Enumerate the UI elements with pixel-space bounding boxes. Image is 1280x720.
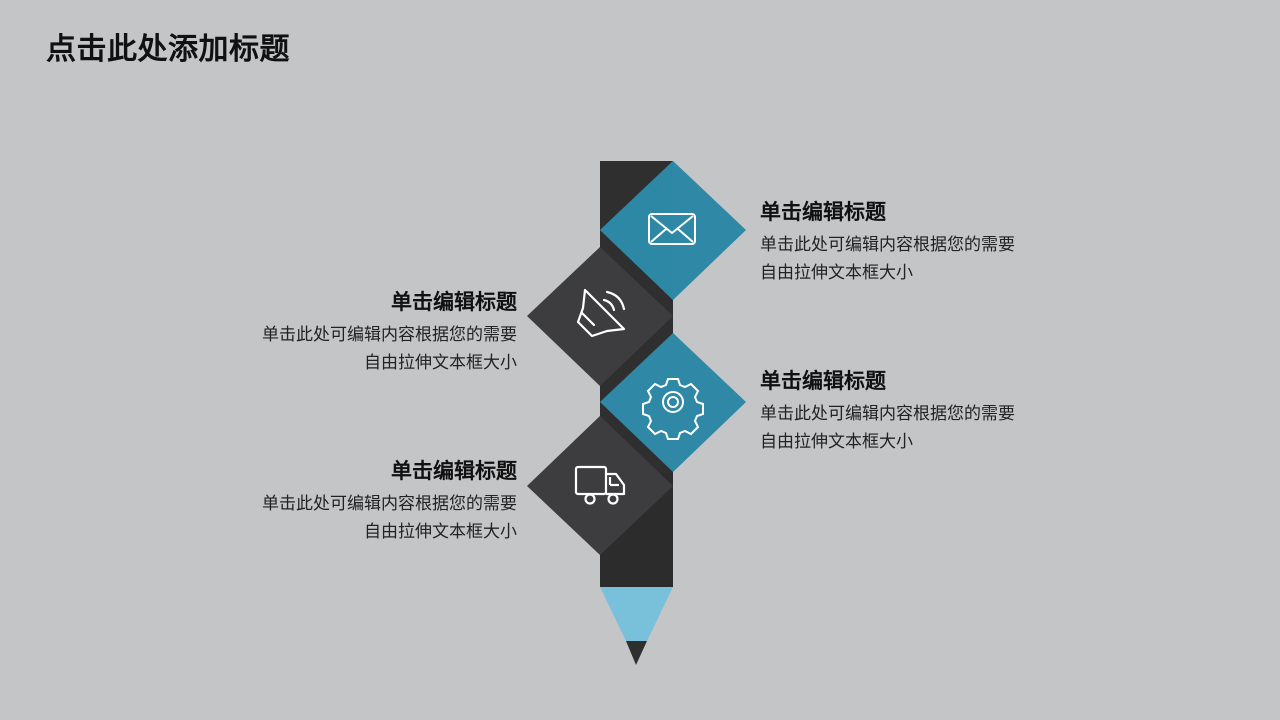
gear-icon bbox=[642, 378, 704, 440]
item-body-line: 自由拉伸文本框大小 bbox=[760, 432, 913, 453]
item-title[interactable]: 单击编辑标题 bbox=[391, 290, 517, 314]
item-2: 单击编辑标题 单击此处可编辑内容根据您的需要 自由拉伸文本框大小 bbox=[217, 290, 517, 377]
item-title[interactable]: 单击编辑标题 bbox=[760, 200, 886, 224]
item-body[interactable]: 单击此处可编辑内容根据您的需要 自由拉伸文本框大小 bbox=[760, 231, 1060, 287]
item-body-line: 单击此处可编辑内容根据您的需要 bbox=[262, 325, 517, 346]
item-body[interactable]: 单击此处可编辑内容根据您的需要 自由拉伸文本框大小 bbox=[217, 321, 517, 377]
diamond-envelope[interactable] bbox=[600, 161, 746, 300]
speaker-icon bbox=[576, 288, 626, 338]
pencil-lead bbox=[626, 641, 647, 665]
item-title[interactable]: 单击编辑标题 bbox=[760, 369, 886, 393]
item-1: 单击编辑标题 单击此处可编辑内容根据您的需要 自由拉伸文本框大小 bbox=[760, 200, 1060, 287]
diamond-truck[interactable] bbox=[527, 416, 673, 555]
envelope-icon bbox=[648, 213, 696, 245]
item-body[interactable]: 单击此处可编辑内容根据您的需要 自由拉伸文本框大小 bbox=[760, 400, 1060, 456]
item-body-line: 自由拉伸文本框大小 bbox=[760, 263, 913, 284]
item-body-line: 自由拉伸文本框大小 bbox=[364, 522, 517, 543]
item-body[interactable]: 单击此处可编辑内容根据您的需要 自由拉伸文本框大小 bbox=[217, 490, 517, 546]
diamond-speaker[interactable] bbox=[527, 247, 673, 386]
item-title[interactable]: 单击编辑标题 bbox=[391, 459, 517, 483]
pencil-tip bbox=[600, 587, 673, 641]
item-body-line: 单击此处可编辑内容根据您的需要 bbox=[760, 404, 1015, 425]
item-body-line: 单击此处可编辑内容根据您的需要 bbox=[262, 494, 517, 515]
truck-icon bbox=[574, 465, 626, 505]
item-body-line: 单击此处可编辑内容根据您的需要 bbox=[760, 235, 1015, 256]
item-4: 单击编辑标题 单击此处可编辑内容根据您的需要 自由拉伸文本框大小 bbox=[217, 459, 517, 546]
item-body-line: 自由拉伸文本框大小 bbox=[364, 353, 517, 374]
item-3: 单击编辑标题 单击此处可编辑内容根据您的需要 自由拉伸文本框大小 bbox=[760, 369, 1060, 456]
page-title[interactable]: 点击此处添加标题 bbox=[46, 32, 290, 67]
diamond-gear[interactable] bbox=[600, 333, 746, 472]
